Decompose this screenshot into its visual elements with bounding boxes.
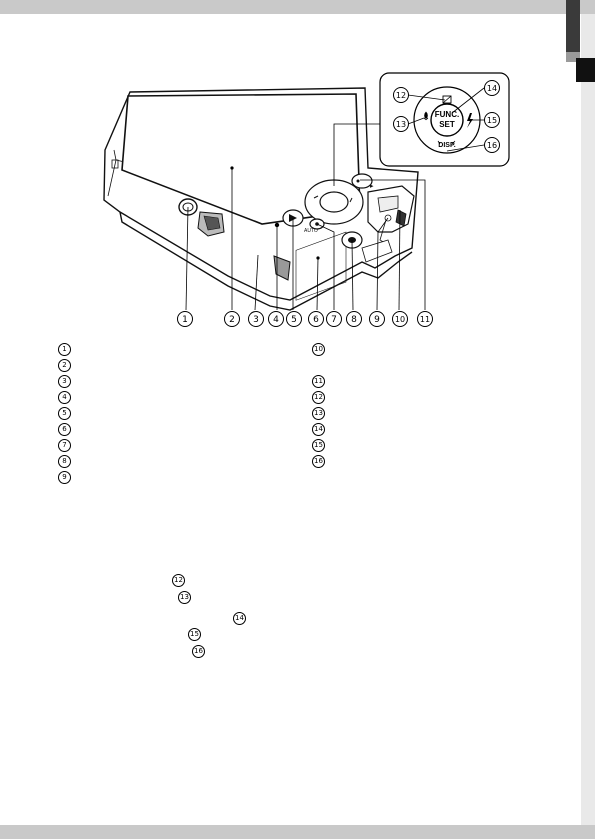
legend-number: 12 bbox=[312, 391, 325, 404]
ref-number: 16 bbox=[192, 645, 205, 658]
legend-number: 8 bbox=[58, 455, 71, 468]
legend-number: 15 bbox=[312, 439, 325, 452]
callout-5: 5 bbox=[286, 311, 302, 327]
legend-number: 16 bbox=[312, 455, 325, 468]
callout-11: 11 bbox=[417, 311, 433, 327]
set-label: SET bbox=[439, 120, 455, 129]
svg-text:3: 3 bbox=[253, 315, 259, 325]
legend-number: 6 bbox=[58, 423, 71, 436]
callout-14: 14 bbox=[484, 80, 500, 96]
svg-text:11: 11 bbox=[420, 315, 430, 324]
callout-1: 1 bbox=[177, 311, 193, 327]
svg-text:6: 6 bbox=[313, 315, 319, 325]
inset-connector bbox=[333, 123, 389, 186]
legend-number: 5 bbox=[58, 407, 71, 420]
callout-markers: 1 2 3 4 5 6 7 8 9 10 11 12 13 14 15 16 bbox=[177, 80, 500, 327]
legend-number: 1 bbox=[58, 343, 71, 356]
svg-text:8: 8 bbox=[351, 315, 357, 325]
callout-2: 2 bbox=[224, 311, 240, 327]
callout-7: 7 bbox=[326, 311, 342, 327]
battery-cover bbox=[295, 231, 347, 301]
lcd-screen bbox=[121, 93, 361, 225]
bottom-margin-bar bbox=[0, 825, 595, 839]
side-margin-strip bbox=[581, 14, 595, 825]
svg-text:AUTO: AUTO bbox=[304, 228, 318, 234]
callout-12: 12 bbox=[393, 87, 409, 103]
callout-8: 8 bbox=[346, 311, 362, 327]
callout-10: 10 bbox=[392, 311, 408, 327]
svg-text:12: 12 bbox=[396, 91, 406, 100]
legend-number: 3 bbox=[58, 375, 71, 388]
svg-text:7: 7 bbox=[331, 315, 337, 325]
svg-text:4: 4 bbox=[273, 315, 279, 325]
callout-16: 16 bbox=[484, 137, 500, 153]
svg-text:13: 13 bbox=[396, 120, 406, 129]
legend-number: 2 bbox=[58, 359, 71, 372]
legend-number: 4 bbox=[58, 391, 71, 404]
callout-15: 15 bbox=[484, 112, 500, 128]
svg-text:1: 1 bbox=[182, 315, 188, 325]
chapter-tab-marker bbox=[576, 58, 595, 82]
disp-label: DISP. bbox=[438, 142, 455, 149]
svg-text:▸: ▸ bbox=[370, 182, 374, 190]
svg-text:2: 2 bbox=[229, 315, 235, 325]
callout-6: 6 bbox=[308, 311, 324, 327]
svg-text:9: 9 bbox=[374, 315, 380, 325]
callout-leader-lines bbox=[185, 168, 426, 311]
legend-number: 7 bbox=[58, 439, 71, 452]
chapter-tab-light bbox=[566, 52, 580, 62]
callout-9: 9 bbox=[369, 311, 385, 327]
strap-mount bbox=[273, 255, 291, 281]
callout-13: 13 bbox=[393, 116, 409, 132]
callout-3: 3 bbox=[248, 311, 264, 327]
func-label: FUNC. bbox=[435, 110, 459, 119]
shooting-button: ▸ bbox=[351, 173, 374, 190]
legend-number: 13 bbox=[312, 407, 325, 420]
legend-number: 14 bbox=[312, 423, 325, 436]
svg-text:16: 16 bbox=[487, 141, 497, 150]
macro-icon bbox=[423, 111, 429, 121]
svg-text:10: 10 bbox=[395, 315, 405, 324]
legend-number: 11 bbox=[312, 375, 325, 388]
legend-number: 10 bbox=[312, 343, 325, 356]
top-margin-bar bbox=[0, 0, 595, 14]
svg-text:14: 14 bbox=[487, 84, 497, 93]
flash-icon bbox=[467, 113, 473, 128]
svg-text:15: 15 bbox=[487, 116, 497, 125]
svg-text:5: 5 bbox=[291, 315, 297, 325]
ref-number: 13 bbox=[178, 591, 191, 604]
callout-4: 4 bbox=[268, 311, 284, 327]
legend-number: 9 bbox=[58, 471, 71, 484]
ref-number: 14 bbox=[233, 612, 246, 625]
control-dial bbox=[304, 179, 364, 225]
ref-number: 15 bbox=[188, 628, 201, 641]
ref-number: 12 bbox=[172, 574, 185, 587]
chapter-tab-dark bbox=[566, 0, 580, 52]
